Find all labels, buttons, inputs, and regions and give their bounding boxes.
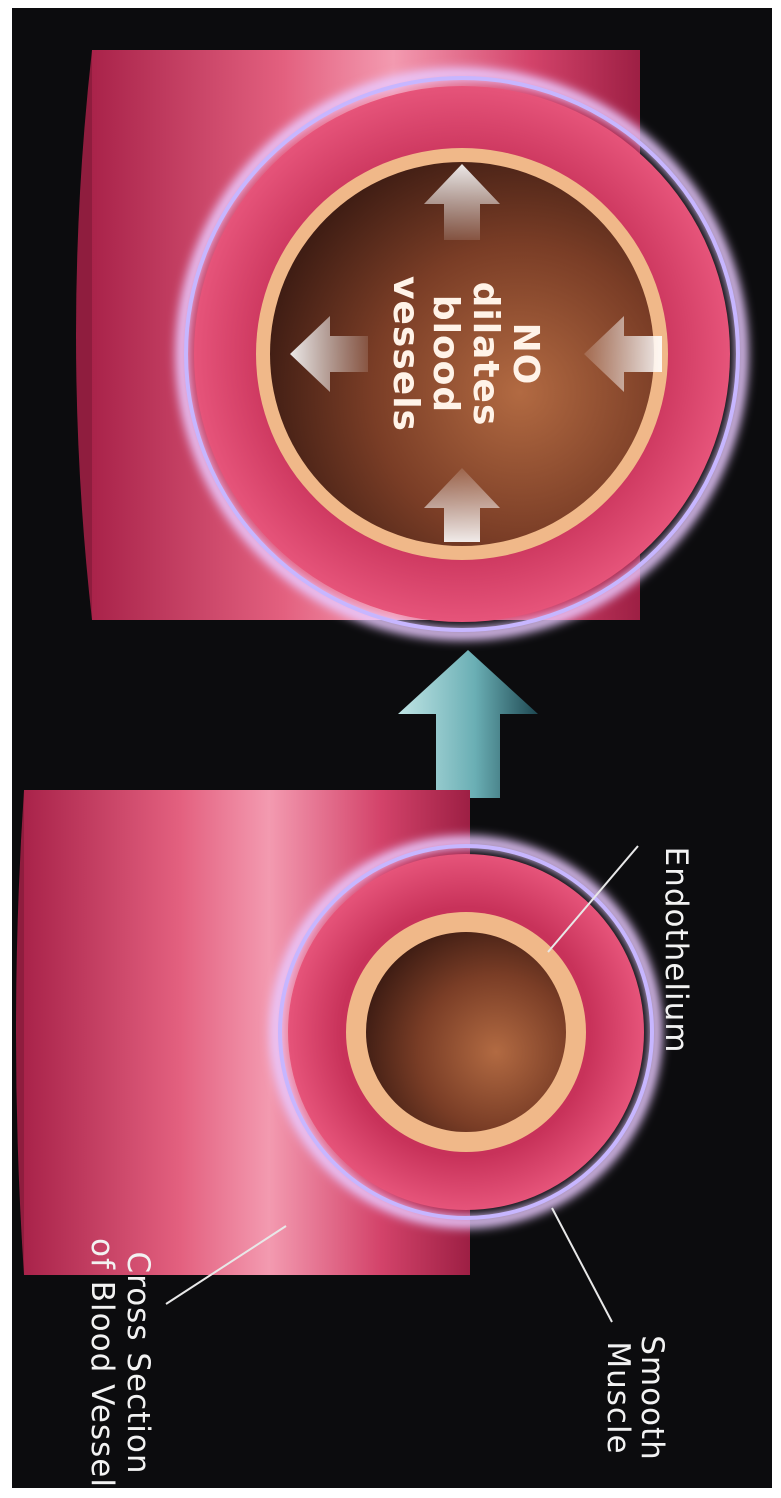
cross-section-label: Cross Section of Blood Vessel bbox=[84, 1238, 156, 1488]
smooth-muscle-label: Smooth Muscle bbox=[600, 1335, 670, 1461]
no-label-line4: vessels bbox=[385, 276, 426, 432]
no-label-line3: blood bbox=[425, 295, 466, 413]
smooth-muscle-line1: Smooth bbox=[634, 1335, 670, 1461]
smooth-muscle-line2: Muscle bbox=[600, 1341, 636, 1454]
endothelium-label: Endothelium bbox=[658, 847, 694, 1054]
no-label-line2: dilates bbox=[465, 282, 506, 427]
endothelium-label-text: Endothelium bbox=[658, 847, 694, 1054]
dilated-vessel: NO dilates blood vessels bbox=[76, 50, 742, 634]
no-label-line1: NO bbox=[505, 323, 546, 386]
normal-vessel bbox=[16, 790, 656, 1275]
cross-section-line2: of Blood Vessel bbox=[84, 1238, 120, 1488]
normal-lumen bbox=[366, 932, 566, 1132]
cross-section-line1: Cross Section bbox=[120, 1251, 156, 1474]
